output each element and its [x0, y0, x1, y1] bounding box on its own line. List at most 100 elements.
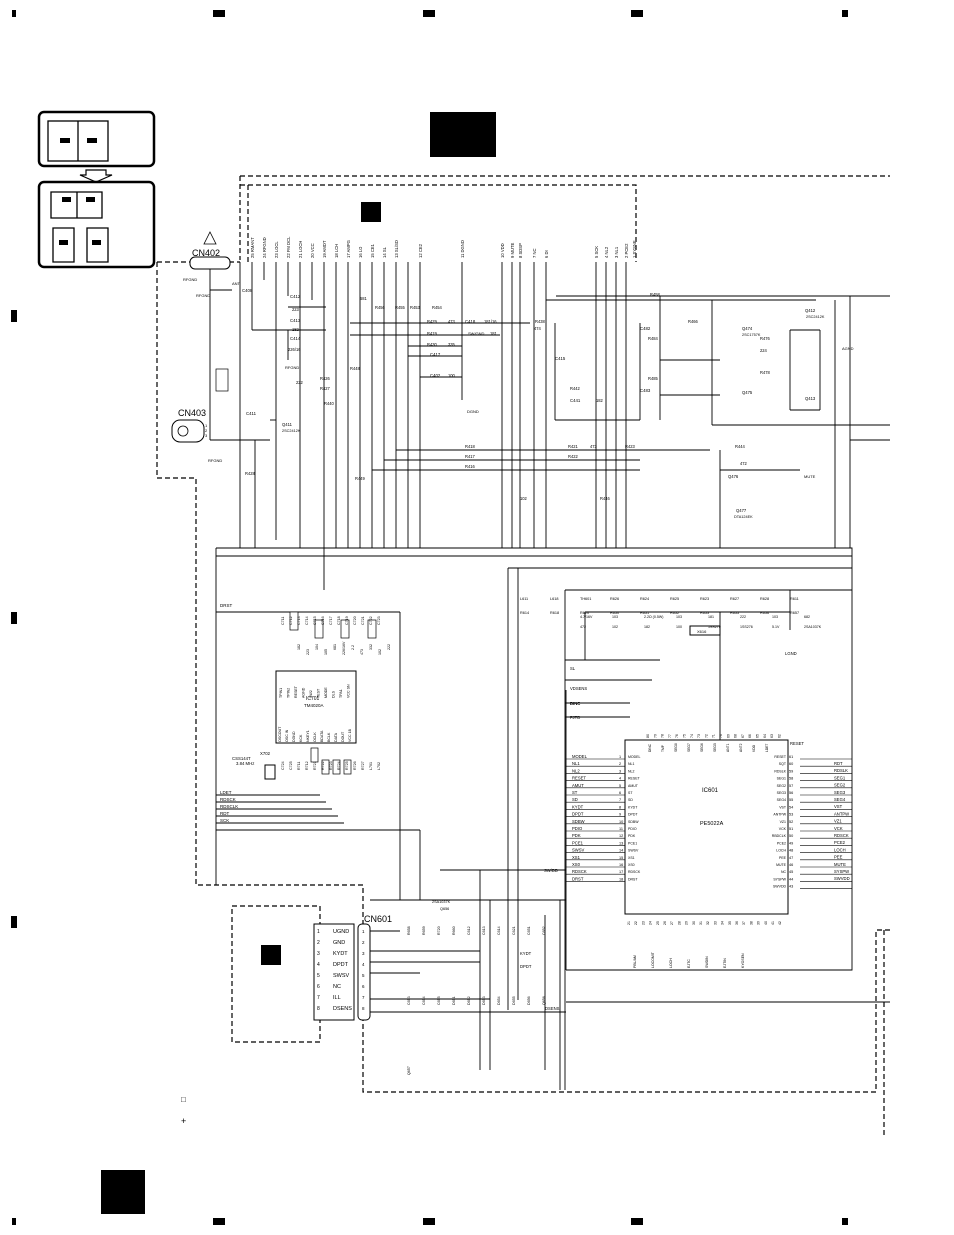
ic701-pin-bottom: KCK — [299, 734, 303, 742]
ic701-part-label: R726 — [353, 761, 357, 770]
resistor-label: R449 — [355, 476, 366, 481]
bus-pin-label: 23 LOCL — [274, 241, 279, 258]
lower-part-value: 1SS276 — [740, 625, 753, 629]
lower-part-value: 5.1V — [772, 625, 780, 629]
crystal-frequency: 3.84 MHz — [236, 761, 254, 766]
ic601-right-pin-number: 55 — [789, 798, 793, 802]
lower-net-label: KYDT — [520, 951, 532, 956]
title-block — [430, 112, 496, 157]
component-value: 182 — [292, 327, 300, 332]
ic601-bottom-pin-number: 26 — [663, 921, 667, 925]
ic701-pin-top: TPIN1 — [279, 688, 283, 698]
lower-part-label: R624 — [640, 597, 649, 601]
lower-part-label: R625 — [670, 597, 679, 601]
ic601-top-pin-number: 63 — [770, 734, 774, 738]
ic601-left-pin: RESET — [628, 777, 641, 781]
ic601-bottom-pin-number: 41 — [771, 921, 775, 925]
ic601-net-label: DINC — [570, 701, 580, 706]
cn402-label: CN402 — [192, 248, 220, 258]
ic601-top-pin-number: 80 — [646, 734, 650, 738]
ic601-bottom-pin-number: 24 — [649, 921, 653, 925]
component-value: 473 — [590, 444, 598, 449]
bus-pin-label: 20 VCC — [310, 243, 315, 258]
bus-pin-label: 21 LOCH — [298, 241, 303, 258]
ic701-part-label: R712 — [305, 761, 309, 770]
ic601-left-net: SDBW — [572, 819, 585, 824]
ic601-right-pin-number: 51 — [789, 827, 793, 831]
component-value: 181/16 — [484, 319, 497, 324]
ic701-part-label: C713 — [297, 616, 301, 625]
lower-part-label: R614 — [520, 611, 529, 615]
ic701-part-label: R711 — [297, 762, 301, 770]
ic601-top-pin: SEG5 — [713, 743, 717, 752]
ic601-left-net: PCE1 — [572, 840, 584, 845]
ic601-bottom-label: KYOSEN — [741, 953, 745, 968]
ic601-bottom-label: EJTIN — [723, 958, 727, 968]
bus-pin-label: 5 SCK — [594, 246, 599, 258]
component-value: 100 — [448, 373, 456, 378]
ic601-left-pin-number: 10 — [619, 820, 623, 824]
capacitor-label: C402 — [430, 373, 441, 378]
ic601-left-net: XS0 — [572, 862, 581, 867]
ic701-part-label: R727 — [361, 761, 365, 770]
ic601-top-pin: ANT2 — [739, 743, 743, 752]
ic601-left-net: XS1 — [572, 855, 581, 860]
ic701-part-label: C717 — [329, 616, 333, 625]
ic601-left-net: NL2 — [572, 768, 580, 773]
ic601-right-net: PCE2 — [834, 840, 846, 845]
ic601-right-pin: PCE2 — [777, 841, 786, 845]
ic601-bottom-pin-number: 31 — [699, 921, 703, 925]
ic601-left-pin-number: 2 — [619, 762, 621, 766]
ic701-part-label: R723 — [329, 761, 333, 770]
cn402-connector: CN402 RFGND ANT RFGND — [183, 231, 241, 298]
lower-part-value: 182 — [644, 625, 650, 629]
ic601-top-pin-number: 70 — [719, 734, 723, 738]
ic601-left-pin: NL2 — [628, 769, 634, 773]
ic601-top-pin: SEG7 — [687, 743, 691, 752]
ic601-bottom-pin-number: 33 — [713, 921, 717, 925]
ic601-left-net: AMUT — [572, 783, 584, 788]
ic601-left-pin-number: 17 — [619, 870, 623, 874]
ic701-label: IC701 — [306, 696, 320, 702]
lower-part-value: 222 — [740, 615, 746, 619]
cn601-socket-pin: 5 — [362, 973, 365, 978]
polarity-mark: □ — [181, 1095, 186, 1104]
capacitor-label: C414 — [290, 336, 301, 341]
ic601-bottom-pin-number: 30 — [692, 921, 696, 925]
ic601-right-pin: RBDCLK — [772, 834, 787, 838]
ic601-right-pin: SYSPW — [773, 877, 786, 881]
ic601-top-pin-number: 72 — [704, 734, 708, 738]
component-value: 226/16 — [288, 347, 301, 352]
bus-pin-label: 14 SL — [382, 246, 387, 258]
lower-part-value: 100 — [676, 625, 682, 629]
ic601-top-pin-number: 77 — [668, 734, 672, 738]
ic601-left-pin: DPDT — [628, 813, 638, 817]
ic701-part-label: L701 — [369, 762, 373, 770]
ic701-pin-top: AGND — [302, 687, 306, 698]
ic601-left-net: PDIO — [572, 826, 583, 831]
ic601-bottom-pin-number: 42 — [778, 921, 782, 925]
ic701-pin-top: DLS — [332, 690, 336, 698]
lower-part-label: R656 — [760, 611, 769, 615]
ic601-right-pin: SWVDD — [773, 885, 787, 889]
cn601-label: CN601 — [364, 914, 392, 924]
lower-net-label: DINC — [570, 701, 580, 706]
lower-part-value: 682 — [804, 615, 810, 619]
ic601-right-net: VCK — [834, 826, 843, 831]
lower-part-label: R657 — [790, 611, 799, 615]
component-value: 223 — [292, 307, 300, 312]
resistor-label: R456 — [375, 305, 386, 310]
lower-part-label: R659 — [422, 926, 426, 935]
ic601-right-net: VZ1 — [834, 819, 842, 824]
ic601-bottom-pin-number: 28 — [677, 921, 681, 925]
ic601-bottom-pin-number: 21 — [627, 921, 631, 925]
cn601-pin-number: 2 — [317, 940, 320, 946]
resistor-label: R416 — [465, 464, 476, 469]
ic601-top-pin-number: 69 — [726, 734, 730, 738]
resistor-label: R440 — [324, 401, 335, 406]
cn601-pin-number: 7 — [317, 995, 320, 1001]
cn403-net-label: RFGND — [208, 458, 222, 463]
upper-component-labels: C412C413C414C415C418C417C402C441C482C483… — [242, 288, 854, 519]
ic601-bottom-pin-number: 29 — [685, 921, 689, 925]
capacitor-label: C411 — [246, 411, 257, 416]
